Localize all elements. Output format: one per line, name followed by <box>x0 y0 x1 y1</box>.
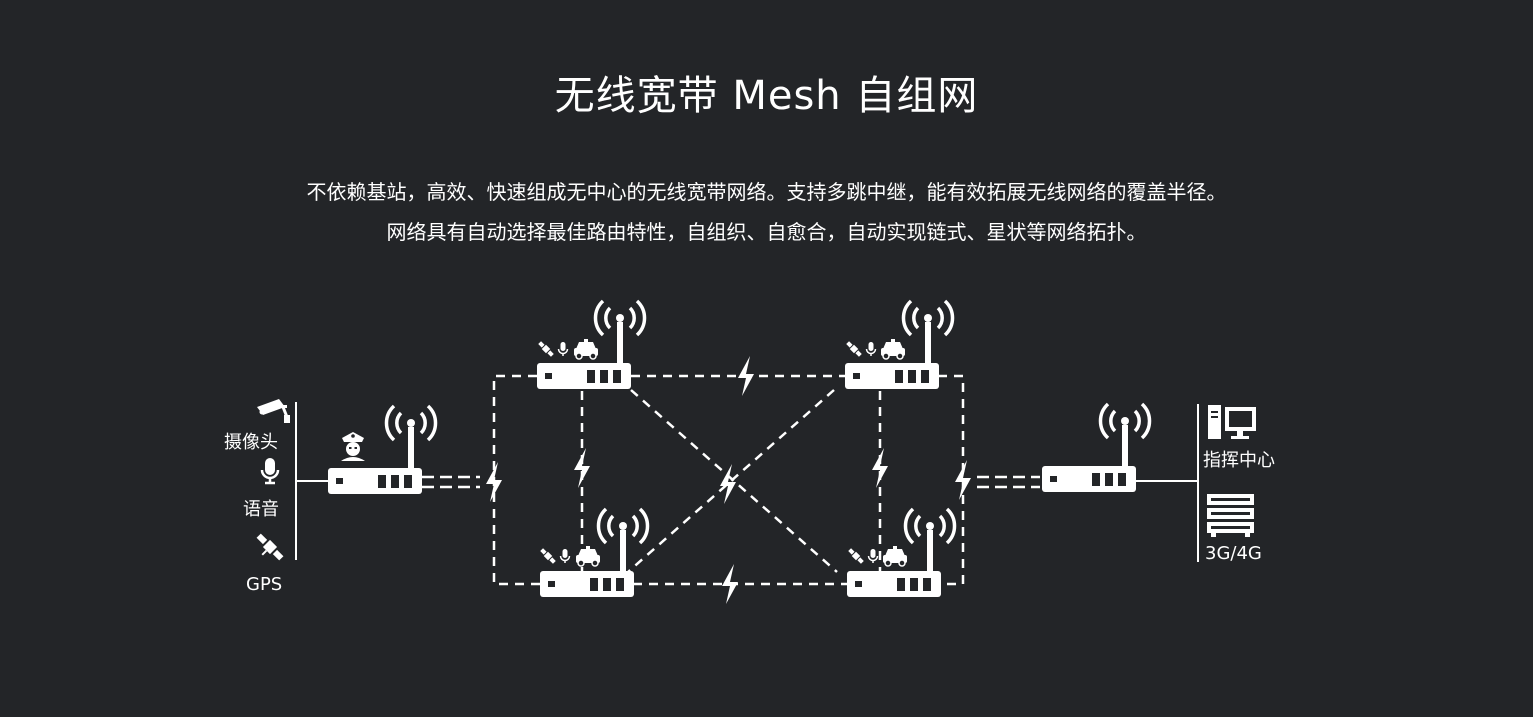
lightning-icon <box>574 448 590 488</box>
camera-icon <box>257 399 290 423</box>
microphone-icon <box>867 548 879 564</box>
car-icon <box>573 338 599 360</box>
link-diagonal-1 <box>630 389 838 573</box>
label-gps: GPS <box>246 574 283 595</box>
satellite-icon <box>540 548 556 564</box>
uplinks <box>422 475 1040 489</box>
router-icon <box>326 404 438 496</box>
label-cellular: 3G/4G <box>1205 543 1262 564</box>
car-icon <box>575 545 601 567</box>
terminal-router-left <box>256 399 438 561</box>
label-voice: 语音 <box>243 499 279 520</box>
lightning-icon <box>720 464 736 504</box>
police-officer-icon <box>341 432 365 461</box>
satellite-icon <box>538 341 554 357</box>
description: 不依赖基站，高效、快速组成无中心的无线宽带网络。支持多跳中继，能有效拓展无线网络… <box>0 172 1533 252</box>
computer-icon <box>1208 405 1256 439</box>
description-line-2: 网络具有自动选择最佳路由特性，自组织、自愈合，自动实现链式、星状等网络拓扑。 <box>386 220 1147 244</box>
car-icon <box>880 338 906 360</box>
satellite-icon <box>256 533 284 561</box>
lightning-icon <box>722 564 738 604</box>
server-icon <box>1207 494 1254 537</box>
lightning-icon <box>738 356 754 396</box>
lightning-icon <box>872 448 888 488</box>
microphone-icon <box>865 341 877 357</box>
mesh-node-bottom-right <box>845 507 957 599</box>
mesh-node-top-right <box>843 299 955 391</box>
mesh-node-bottom-left <box>538 507 650 599</box>
page-title: 无线宽带 Mesh 自组网 <box>554 73 979 119</box>
mesh-node-top-left <box>535 299 647 391</box>
router-icon <box>1040 402 1152 494</box>
car-icon <box>882 545 908 567</box>
link-diagonal-2 <box>627 389 835 573</box>
label-camera: 摄像头 <box>224 432 278 453</box>
terminal-router-right <box>1040 402 1256 562</box>
satellite-icon <box>848 548 864 564</box>
microphone-icon <box>559 548 571 564</box>
microphone-icon <box>260 458 280 485</box>
label-command-center: 指挥中心 <box>1203 450 1275 471</box>
description-line-1: 不依赖基站，高效、快速组成无中心的无线宽带网络。支持多跳中继，能有效拓展无线网络… <box>306 180 1227 204</box>
satellite-icon <box>846 341 862 357</box>
microphone-icon <box>557 341 569 357</box>
